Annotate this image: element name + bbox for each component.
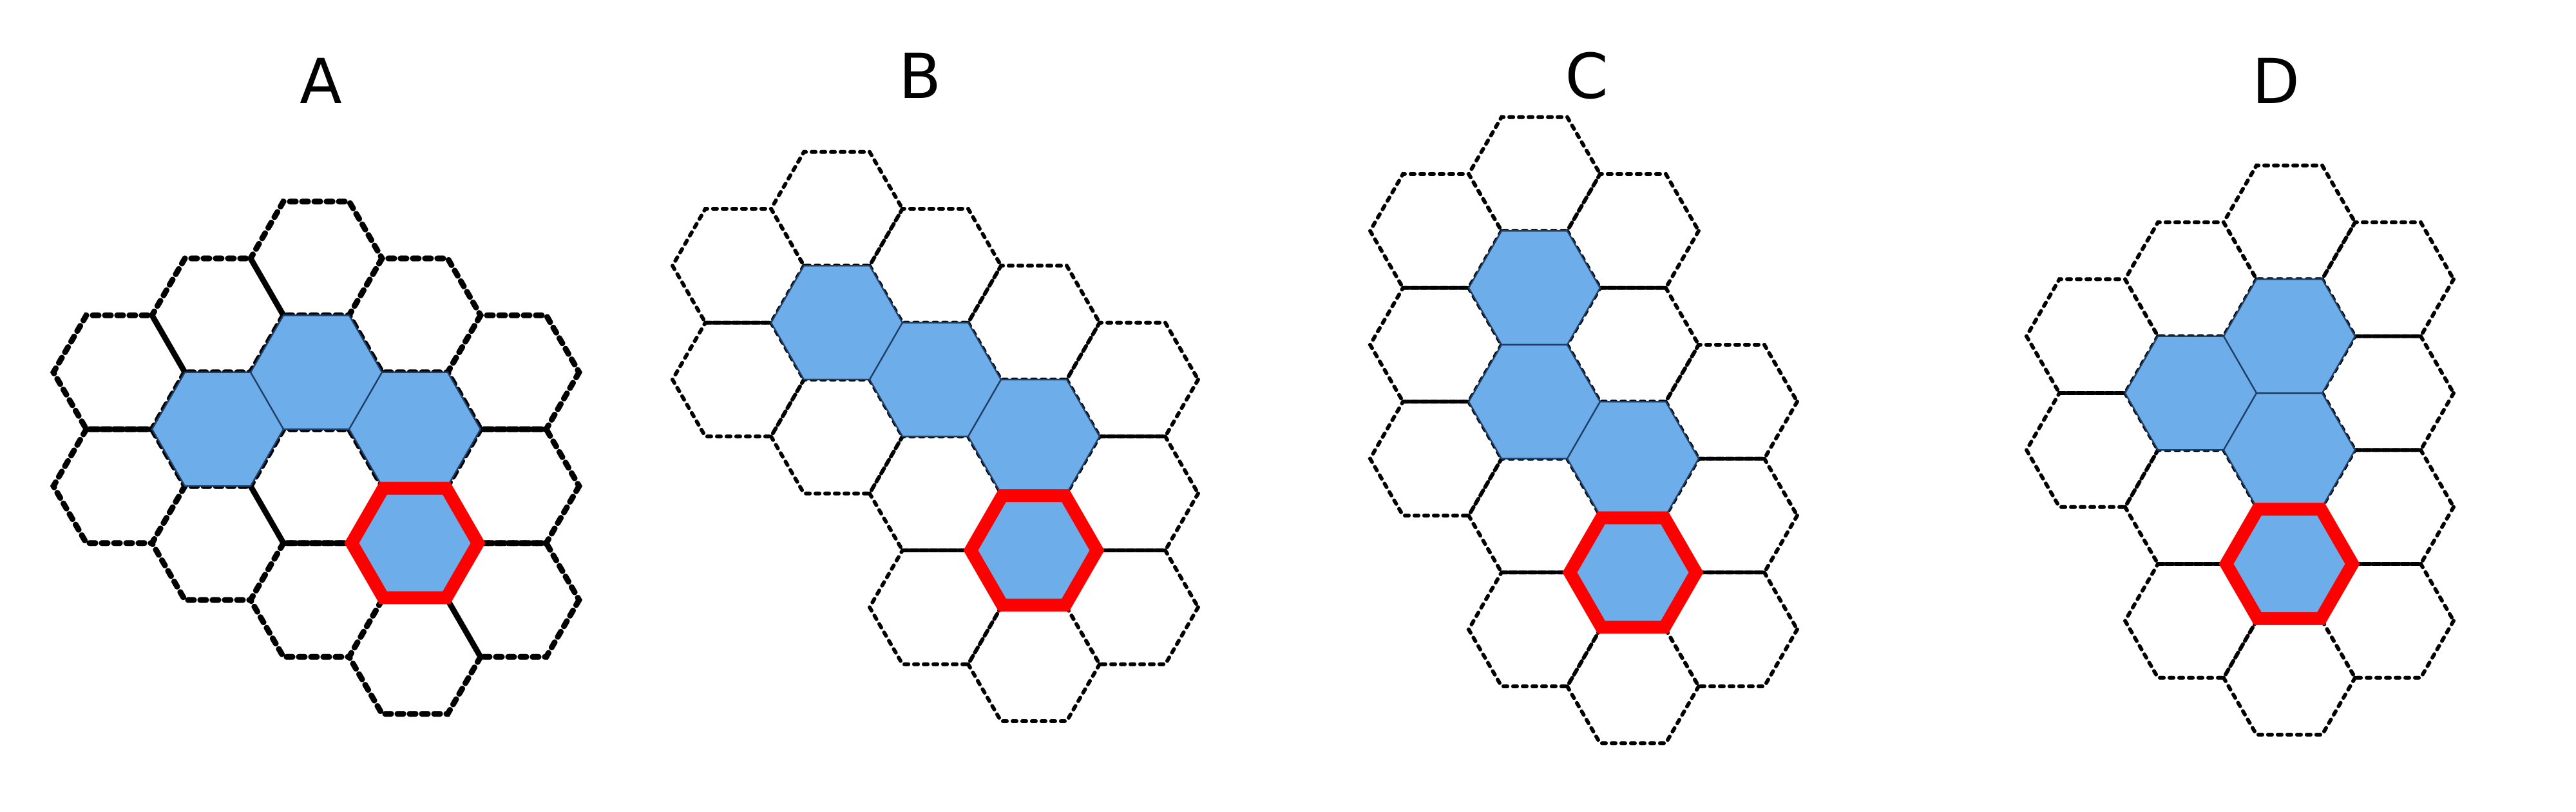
panel-d-label: D bbox=[2252, 46, 2300, 118]
panel-c: C bbox=[1368, 41, 1800, 746]
panel-b-empty-cell bbox=[966, 605, 1102, 723]
panel-b-label: B bbox=[899, 41, 941, 113]
panel-d-empty-cell bbox=[2221, 163, 2358, 282]
panel-a-filled-cell bbox=[151, 371, 285, 487]
panel-a-label: A bbox=[300, 46, 342, 118]
panel-c-filled-cell bbox=[1467, 230, 1601, 346]
panel-c-label: C bbox=[1565, 41, 1608, 113]
panel-d-empty-cell bbox=[2024, 277, 2161, 395]
panel-c-empty-cell bbox=[1565, 627, 1701, 746]
panel-a-highlight-cell bbox=[344, 481, 486, 604]
panel-c-highlight-cell bbox=[1562, 511, 1704, 634]
panel-b-highlight-cell bbox=[963, 489, 1105, 612]
panel-d: D bbox=[2024, 46, 2456, 737]
panel-c-empty-cell bbox=[1466, 115, 1603, 233]
panel-d-empty-cell bbox=[2221, 619, 2358, 737]
panel-b: B bbox=[670, 41, 1201, 723]
panel-d-highlight-cell bbox=[2218, 503, 2360, 625]
panel-a: A bbox=[50, 46, 583, 717]
panel-b-empty-cell bbox=[768, 150, 905, 268]
